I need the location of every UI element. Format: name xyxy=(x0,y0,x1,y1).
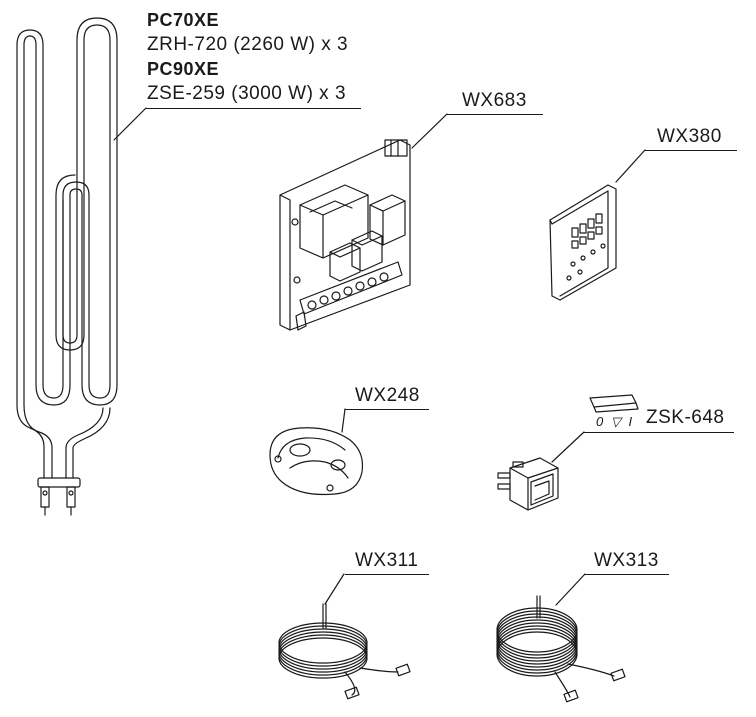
heating-element-illustration xyxy=(16,17,147,516)
temperature-sensor-wx248-illustration xyxy=(269,408,364,496)
heater-model-pc90xe: PC90XE xyxy=(147,59,220,79)
switch-position-marks: 0 ▽ I xyxy=(596,414,635,429)
rule-wx683 xyxy=(447,114,543,115)
rule-wx311 xyxy=(345,574,429,575)
rule-wx248 xyxy=(345,409,429,410)
rule-wx380 xyxy=(645,150,737,151)
rocker-switch-zsk648-illustration xyxy=(497,394,639,511)
heater-element-spec-pc90xe: ZSE-259 (3000 W) x 3 xyxy=(147,83,347,104)
heater-model-pc70xe: PC70XE xyxy=(147,10,220,30)
cable-coil-wx313-illustration xyxy=(496,573,626,703)
label-wx313: WX313 xyxy=(594,550,659,571)
label-wx380: WX380 xyxy=(657,126,722,147)
control-board-wx683-illustration xyxy=(279,113,448,331)
label-wx311: WX311 xyxy=(355,550,419,571)
heater-element-spec-pc70xe: ZRH-720 (2260 W) x 3 xyxy=(147,34,349,55)
rule-zsk648 xyxy=(584,432,734,433)
rule-wx313 xyxy=(585,574,669,575)
label-wx683: WX683 xyxy=(462,90,527,111)
label-wx248: WX248 xyxy=(355,385,420,406)
cable-coil-wx311-illustration xyxy=(278,573,411,700)
heater-label-rule xyxy=(145,108,361,109)
control-panel-wx380-illustration xyxy=(549,149,646,301)
label-zsk648: ZSK-648 xyxy=(646,407,725,428)
